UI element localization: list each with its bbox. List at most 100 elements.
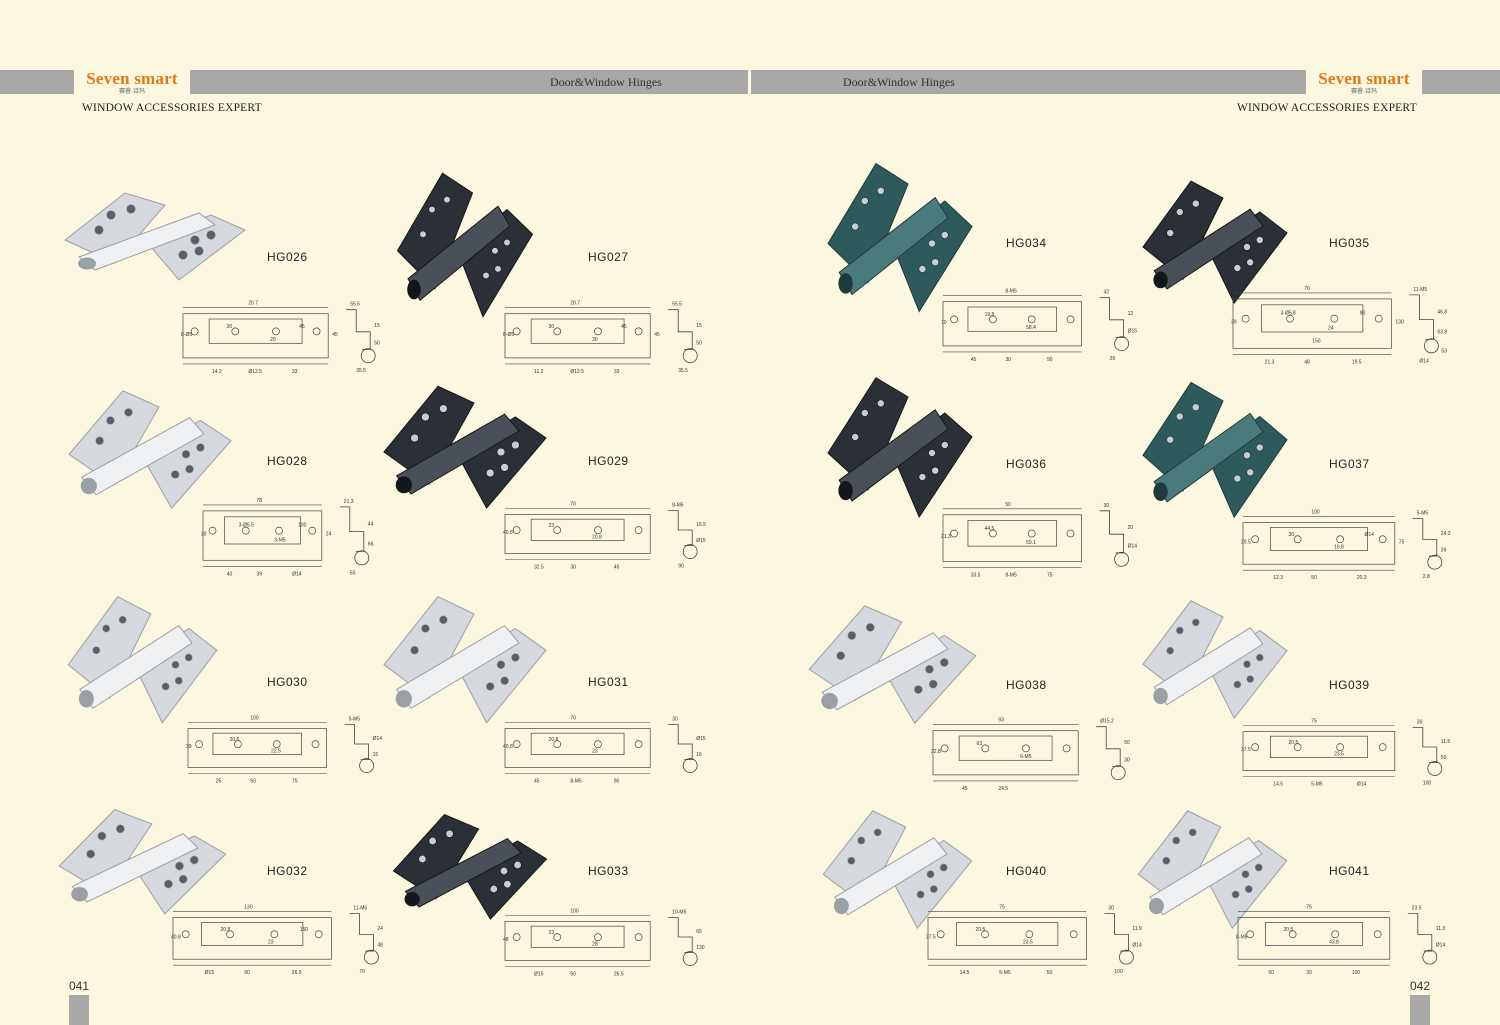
- hinge-barrel-end: [407, 279, 421, 300]
- drawing-screw-icon: [512, 327, 521, 336]
- screw-hole-icon: [499, 866, 509, 876]
- header-title-left: Door&Window Hinges: [550, 75, 662, 89]
- dimension-label: 20.8: [221, 927, 231, 933]
- dimension-label: 8-Ø5: [181, 332, 192, 338]
- screw-hole-icon: [500, 463, 509, 472]
- dimension-label: 28: [592, 942, 598, 948]
- drawing-screw-icon: [940, 744, 949, 753]
- dimension-label: 37.5: [1241, 747, 1251, 753]
- product-code-hg027: HG027: [588, 250, 629, 264]
- screw-hole-icon: [171, 660, 180, 669]
- screw-hole-icon: [918, 265, 927, 273]
- screw-hole-icon: [164, 879, 173, 889]
- screw-hole-icon: [847, 631, 857, 640]
- screw-hole-icon: [92, 646, 101, 655]
- dimension-label: 48: [1304, 359, 1310, 365]
- screw-hole-icon: [106, 210, 116, 220]
- dimension-label: 32.5: [534, 565, 544, 571]
- drawing-screw-icon: [634, 327, 643, 336]
- screw-hole-icon: [1166, 229, 1175, 237]
- drawing-screw-icon: [981, 930, 989, 939]
- product-code-hg032: HG032: [267, 864, 308, 878]
- screw-hole-icon: [439, 404, 448, 413]
- dimension-label: 10-M5: [672, 910, 686, 916]
- dimension-label: 21.3: [941, 534, 951, 540]
- drawing-screw-icon: [1025, 930, 1034, 939]
- dimension-label: 90: [244, 970, 250, 976]
- dimension-label: 20.5: [976, 927, 986, 933]
- hinge-barrel-end: [78, 257, 96, 270]
- dimension-label: 45: [614, 565, 620, 571]
- screw-hole-icon: [1175, 412, 1184, 421]
- dimension-label: 30: [592, 337, 598, 343]
- dimension-label: 48: [503, 937, 509, 943]
- drawing-screw-icon: [272, 327, 280, 336]
- drawing-side-profile: [344, 724, 369, 760]
- hinge-image-hg037: [1135, 370, 1295, 525]
- drawing-screw-icon: [553, 740, 562, 748]
- drawing-screw-icon: [190, 327, 199, 336]
- dimension-label: 50: [570, 972, 576, 978]
- drawing-screw-icon: [1293, 535, 1302, 544]
- dimension-label: Ø15: [534, 972, 544, 978]
- dimension-label: 50: [250, 779, 256, 785]
- drawing-screw-icon: [208, 526, 217, 535]
- screw-hole-icon: [1246, 675, 1255, 683]
- product-code-hg026: HG026: [267, 250, 308, 264]
- drawing-pin-circle: [682, 544, 698, 559]
- dimension-label: 3-Ø5.8: [1281, 311, 1297, 317]
- drawing-screw-icon: [1066, 315, 1075, 324]
- hinge-barrel-end: [80, 477, 97, 495]
- dimension-label: 24.2: [1441, 531, 1451, 537]
- dimension-label: 100: [298, 523, 307, 529]
- hinge-barrel-end: [78, 690, 94, 708]
- dimension-label: Ø15: [1128, 329, 1138, 335]
- drawing-screw-icon: [1373, 930, 1382, 939]
- screw-hole-icon: [500, 676, 509, 685]
- hinge-barrel-end: [838, 481, 853, 501]
- drawing-screw-icon: [553, 327, 562, 336]
- dimension-label: 5-M5: [349, 717, 361, 723]
- hinge-barrel-end: [1148, 897, 1164, 915]
- screw-hole-icon: [847, 856, 856, 865]
- screw-hole-icon: [1172, 836, 1181, 845]
- hinge-barrel-end: [833, 897, 849, 915]
- screw-hole-icon: [873, 828, 882, 837]
- screw-hole-icon: [928, 679, 938, 689]
- screw-hole-icon: [1255, 443, 1264, 452]
- drawing-screw-icon: [270, 930, 279, 939]
- drawing-screw-icon: [1241, 314, 1250, 323]
- dimension-label: 44: [368, 522, 374, 528]
- drawing-screw-icon: [512, 933, 521, 941]
- drawing-screw-icon: [981, 744, 990, 753]
- dimension-label: 53: [1441, 348, 1447, 354]
- drawing-screw-icon: [1246, 930, 1254, 939]
- dimension-label: 75: [292, 779, 298, 785]
- hinge-barrel-end: [821, 692, 838, 710]
- drawing-screw-icon: [1027, 315, 1036, 324]
- dimension-label: 75: [1311, 719, 1317, 725]
- drawing-screw-icon: [512, 740, 521, 748]
- dimension-label: 20.3: [1357, 575, 1367, 581]
- drawing-pin-circle: [1110, 765, 1126, 781]
- hinge-illustration: [396, 172, 534, 318]
- dimension-label: 30: [672, 717, 678, 723]
- drawing-side-profile: [1412, 727, 1438, 763]
- dimension-label: 63.8: [1437, 329, 1447, 335]
- drawing-pin-circle: [1114, 551, 1130, 567]
- screw-hole-icon: [185, 464, 194, 474]
- hinge-illustration: [383, 385, 547, 509]
- dimension-label: 48: [377, 943, 383, 949]
- drawing-pin-circle: [363, 949, 379, 965]
- drawing-screw-icon: [553, 933, 562, 941]
- screw-hole-icon: [410, 433, 419, 443]
- hinge-illustration: [827, 377, 973, 519]
- drawing-screw-icon: [231, 327, 240, 336]
- hinge-illustration: [822, 810, 973, 930]
- dimension-label: 15: [374, 323, 380, 329]
- dimension-label: 20.7: [248, 301, 258, 307]
